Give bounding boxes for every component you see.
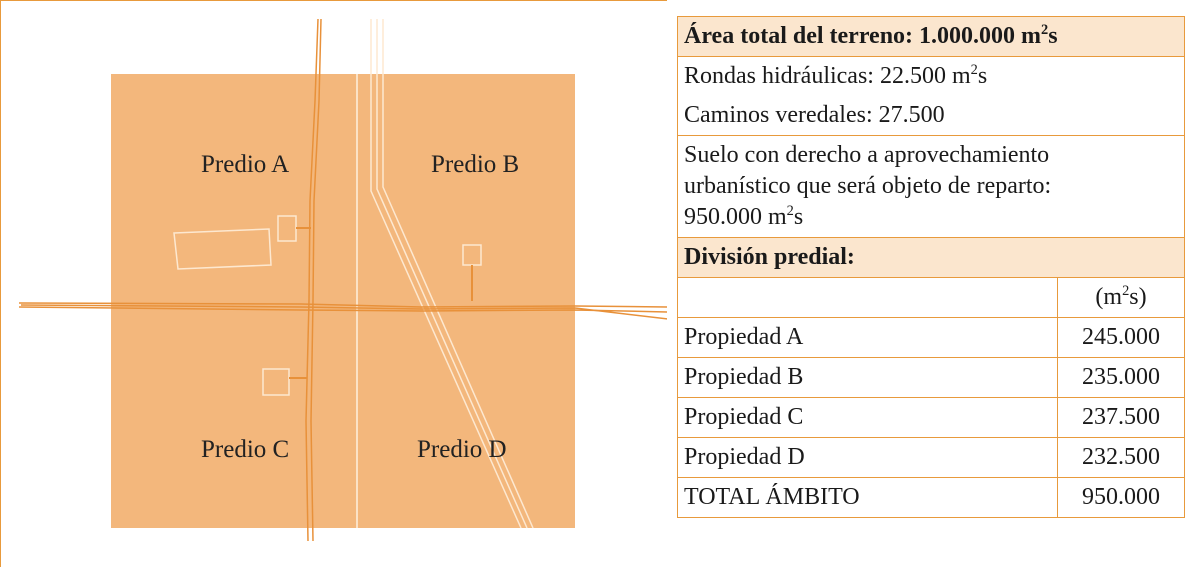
rondas-row: Rondas hidráulicas: 22.500 m2s (677, 56, 1185, 96)
data-table-panel: Área total del terreno: 1.000.000 m2s Ro… (667, 0, 1194, 567)
table-row: Propiedad C 237.500 (677, 397, 1185, 438)
horizontal-road (18, 302, 667, 320)
predio-c-label: Predio C (201, 436, 289, 463)
division-row: División predial: (677, 237, 1185, 278)
property-value: 235.000 (1057, 357, 1185, 398)
predio-b-label: Predio B (431, 151, 519, 178)
property-value: 245.000 (1057, 317, 1185, 358)
vertical-road (305, 18, 322, 542)
total-row: TOTAL ÁMBITO 950.000 (677, 477, 1185, 518)
property-name: Propiedad A (677, 317, 1058, 358)
area-total-cell: Área total del terreno: 1.000.000 m2s (677, 16, 1185, 57)
property-name: Propiedad B (677, 357, 1058, 398)
area-total-row: Área total del terreno: 1.000.000 m2s (677, 16, 1185, 57)
table-row: Propiedad B 235.000 (677, 357, 1185, 398)
caminos-row: Caminos veredales: 27.500 (677, 96, 1185, 136)
property-value: 237.500 (1057, 397, 1185, 438)
predio-a-label: Predio A (201, 151, 289, 178)
total-value: 950.000 (1057, 477, 1185, 518)
property-name: Propiedad C (677, 397, 1058, 438)
property-value: 232.500 (1057, 437, 1185, 478)
building-connectors (289, 227, 473, 379)
total-label: TOTAL ÁMBITO (677, 477, 1058, 518)
unit-empty-cell (677, 277, 1058, 318)
diagonal-road (370, 19, 534, 529)
land-data-table: Área total del terreno: 1.000.000 m2s Ro… (677, 16, 1185, 518)
division-cell: División predial: (677, 237, 1185, 278)
unit-row: (m2s) (677, 277, 1185, 318)
table-row: Propiedad D 232.500 (677, 437, 1185, 478)
table-row: Propiedad A 245.000 (677, 317, 1185, 358)
land-area (111, 74, 575, 528)
caminos-cell: Caminos veredales: 27.500 (677, 96, 1185, 136)
predio-d-label: Predio D (417, 436, 507, 463)
land-map: Predio A Predio B Predio C Predio D (0, 0, 667, 567)
rondas-cell: Rondas hidráulicas: 22.500 m2s (677, 56, 1185, 96)
land-map-svg: Predio A Predio B Predio C Predio D (18, 18, 667, 542)
property-name: Propiedad D (677, 437, 1058, 478)
unit-cell: (m2s) (1057, 277, 1185, 318)
